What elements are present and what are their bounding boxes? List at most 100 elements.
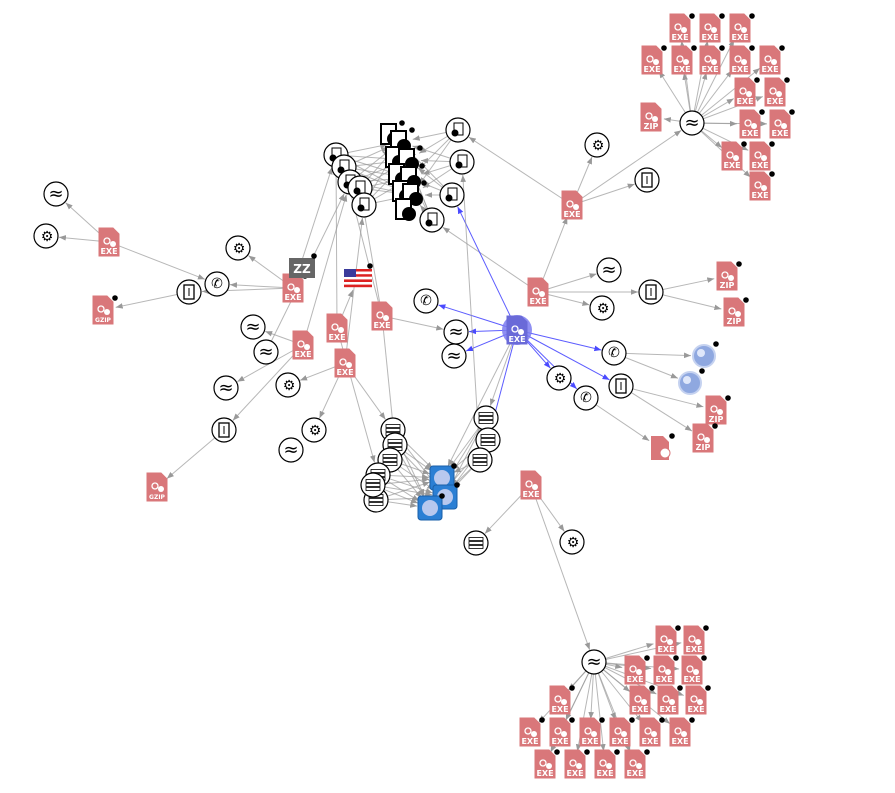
doc-file-node[interactable] bbox=[176, 279, 202, 305]
expand-dot[interactable] bbox=[599, 717, 605, 723]
exe-file-node[interactable]: EXE bbox=[534, 749, 560, 779]
expand-dot[interactable] bbox=[399, 120, 405, 126]
waves-node[interactable]: ≈ bbox=[679, 110, 705, 136]
document-node[interactable] bbox=[449, 149, 475, 175]
exe-file-node[interactable]: EXE bbox=[527, 277, 549, 307]
expand-dot[interactable] bbox=[539, 717, 545, 723]
expand-dot[interactable] bbox=[741, 141, 747, 147]
exe-file-node[interactable]: EXE bbox=[292, 330, 314, 360]
waves-node[interactable]: ≈ bbox=[278, 437, 304, 463]
waves-node[interactable]: ≈ bbox=[443, 319, 469, 345]
gear-node[interactable]: ⚙ bbox=[559, 529, 585, 555]
expand-dot[interactable] bbox=[673, 655, 679, 661]
expand-dot[interactable] bbox=[311, 253, 317, 259]
expand-dot[interactable] bbox=[669, 433, 675, 439]
zz-node[interactable]: ZZ bbox=[289, 253, 317, 278]
gzip-file-node[interactable]: GZIP bbox=[146, 472, 168, 502]
exe-file-node[interactable]: EXE bbox=[502, 315, 532, 345]
waves-node[interactable]: ≈ bbox=[441, 343, 467, 369]
expand-dot[interactable] bbox=[112, 295, 118, 301]
server-node[interactable] bbox=[473, 405, 499, 431]
gear-node[interactable]: ⚙ bbox=[225, 235, 251, 261]
exe-file-node[interactable]: EXE bbox=[624, 749, 650, 779]
server-node[interactable] bbox=[467, 447, 493, 473]
expand-dot[interactable] bbox=[644, 749, 650, 755]
doc-file-node[interactable] bbox=[608, 373, 634, 399]
expand-dot[interactable] bbox=[749, 13, 755, 19]
expand-dot[interactable] bbox=[769, 141, 775, 147]
document-node[interactable] bbox=[445, 117, 471, 143]
exe-file-node[interactable]: EXE bbox=[729, 45, 755, 75]
waves-node[interactable]: ≈ bbox=[253, 339, 279, 365]
expand-dot[interactable] bbox=[719, 45, 725, 51]
exe-file-node[interactable]: EXE bbox=[699, 45, 725, 75]
zip-file-node[interactable]: ZIP bbox=[640, 102, 662, 132]
expand-dot[interactable] bbox=[409, 127, 415, 133]
exe-file-node[interactable]: EXE bbox=[657, 685, 683, 715]
zip-file-node[interactable]: ZIP bbox=[692, 423, 718, 453]
zip-file-node[interactable]: ZIP bbox=[723, 297, 749, 327]
expand-dot[interactable] bbox=[784, 77, 790, 83]
expand-dot[interactable] bbox=[367, 263, 373, 269]
gear-node[interactable]: ⚙ bbox=[33, 223, 59, 249]
exe-file-node[interactable]: EXE bbox=[739, 109, 765, 139]
expand-dot[interactable] bbox=[451, 463, 457, 469]
expand-dot[interactable] bbox=[712, 423, 718, 429]
expand-dot[interactable] bbox=[743, 297, 749, 303]
exe-file-node[interactable]: EXE bbox=[729, 13, 755, 43]
exe-file-node[interactable]: EXE bbox=[769, 109, 795, 139]
blue-app-node[interactable] bbox=[429, 463, 457, 491]
web-doc-node[interactable] bbox=[651, 433, 675, 460]
expand-dot[interactable] bbox=[569, 717, 575, 723]
exe-file-node[interactable]: EXE bbox=[699, 13, 725, 43]
blue-app-node[interactable] bbox=[417, 493, 445, 521]
expand-dot[interactable] bbox=[769, 171, 775, 177]
exe-file-node[interactable]: EXE bbox=[334, 348, 356, 378]
phone-node[interactable]: ✆ bbox=[573, 385, 599, 411]
expand-dot[interactable] bbox=[417, 145, 423, 151]
expand-dot[interactable] bbox=[749, 45, 755, 51]
expand-dot[interactable] bbox=[629, 717, 635, 723]
expand-dot[interactable] bbox=[701, 655, 707, 661]
gzip-file-node[interactable]: GZIP bbox=[92, 295, 118, 325]
exe-file-node[interactable]: EXE bbox=[561, 190, 583, 220]
gear-node[interactable]: ⚙ bbox=[275, 372, 301, 398]
gear-node[interactable]: ⚙ bbox=[584, 132, 610, 158]
expand-dot[interactable] bbox=[419, 163, 425, 169]
exe-file-node[interactable]: EXE bbox=[671, 45, 697, 75]
waves-node[interactable]: ≈ bbox=[213, 375, 239, 401]
expand-dot[interactable] bbox=[699, 368, 705, 374]
exe-file-node[interactable]: EXE bbox=[681, 655, 707, 685]
exe-file-node[interactable]: EXE bbox=[764, 77, 790, 107]
expand-dot[interactable] bbox=[407, 160, 413, 166]
expand-dot[interactable] bbox=[414, 195, 420, 201]
exe-file-node[interactable]: EXE bbox=[609, 717, 635, 747]
doc-file-node[interactable] bbox=[634, 167, 660, 193]
exe-file-node[interactable]: EXE bbox=[641, 45, 667, 75]
exe-file-node[interactable]: EXE bbox=[326, 313, 348, 343]
expand-dot[interactable] bbox=[705, 685, 711, 691]
exe-file-node[interactable]: EXE bbox=[98, 227, 120, 257]
exe-file-node[interactable]: EXE bbox=[669, 13, 695, 43]
phone-node[interactable]: ✆ bbox=[413, 288, 439, 314]
expand-dot[interactable] bbox=[404, 143, 410, 149]
exe-file-node[interactable]: EXE bbox=[683, 625, 709, 655]
exe-file-node[interactable]: EXE bbox=[579, 717, 605, 747]
waves-node[interactable]: ≈ bbox=[581, 649, 607, 675]
gear-node[interactable]: ⚙ bbox=[589, 295, 615, 321]
exe-file-node[interactable]: EXE bbox=[721, 141, 747, 171]
exe-file-node[interactable]: EXE bbox=[629, 685, 655, 715]
flag-node[interactable] bbox=[344, 263, 373, 288]
exe-file-node[interactable]: EXE bbox=[685, 685, 711, 715]
waves-node[interactable]: ≈ bbox=[240, 314, 266, 340]
exe-file-node[interactable]: EXE bbox=[653, 655, 679, 685]
doc-file-node[interactable] bbox=[638, 279, 664, 305]
expand-dot[interactable] bbox=[713, 341, 719, 347]
document-node[interactable] bbox=[419, 207, 445, 233]
exe-file-node[interactable]: EXE bbox=[669, 717, 695, 747]
expand-dot[interactable] bbox=[569, 685, 575, 691]
expand-dot[interactable] bbox=[659, 717, 665, 723]
exe-file-node[interactable]: EXE bbox=[564, 749, 590, 779]
